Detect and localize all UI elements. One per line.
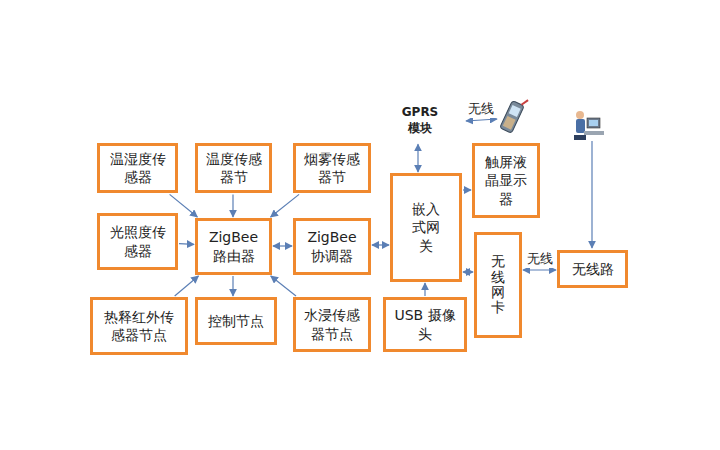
component-box: USB 摄像头 [383,297,467,352]
connector-arrow [232,194,233,217]
component-box: ZigBee 协调器 [293,218,371,275]
node-text: 热释红外传感器节点 [98,308,180,344]
connector-arrow [523,269,556,270]
node-text: 无线路 [572,260,614,278]
connector-arrow [179,243,194,245]
connector-arrow [271,194,299,217]
component-box: 无线网卡 [474,232,522,338]
node-text: 温湿度传感器 [105,150,170,186]
component-box: 无线路 [557,250,628,288]
node-text: 控制节点 [208,312,264,330]
node-text: 光照度传感器 [105,223,170,259]
node-text: 水浸传感器节点 [301,306,363,342]
node-text: ZigBee 路由器 [203,228,264,264]
component-box: 嵌入式网关 [390,173,462,282]
connector-arrow [271,276,296,296]
connector-arrow [273,245,292,246]
connector-arrow [424,283,425,296]
pc-link-arrow [591,141,592,248]
component-box: 控制节点 [195,297,277,345]
node-text: 无线网卡 [491,254,505,316]
component-box: 水浸传感器节点 [293,297,371,352]
node-text: 触屏液晶显示器 [480,153,532,208]
component-box: 烟雾传感器节 [293,143,371,193]
link-label: 无线 [466,100,496,118]
mobile-phone-icon [500,94,528,133]
node-text: GPRS 模块 [400,105,440,136]
component-box: 光照度传感器 [97,213,178,270]
node-text: 温度传感器节 [203,150,264,186]
node-text: 烟雾传感器节 [301,150,363,186]
connector-arrow [232,276,233,296]
wireless-link-arrow [466,119,497,121]
connector-arrow [463,189,471,190]
connector-arrow [417,144,418,172]
connector-arrow [463,271,473,272]
edge-label: 无线 [525,250,555,268]
component-box: 温湿度传感器 [97,143,178,193]
component-box: 热释红外传感器节点 [90,297,188,355]
connector-arrow [175,276,199,296]
module-label-node: GPRS 模块 [392,98,448,143]
node-text: ZigBee 协调器 [301,228,363,264]
node-text: 嵌入式网关 [411,200,441,255]
node-text: USB 摄像头 [391,306,459,342]
component-box: 触屏液晶显示器 [472,143,540,218]
connector-arrow [372,244,389,245]
component-box: ZigBee 路由器 [195,218,272,275]
computer-user-icon [574,111,604,140]
component-box: 温度传感器节 [195,143,272,193]
